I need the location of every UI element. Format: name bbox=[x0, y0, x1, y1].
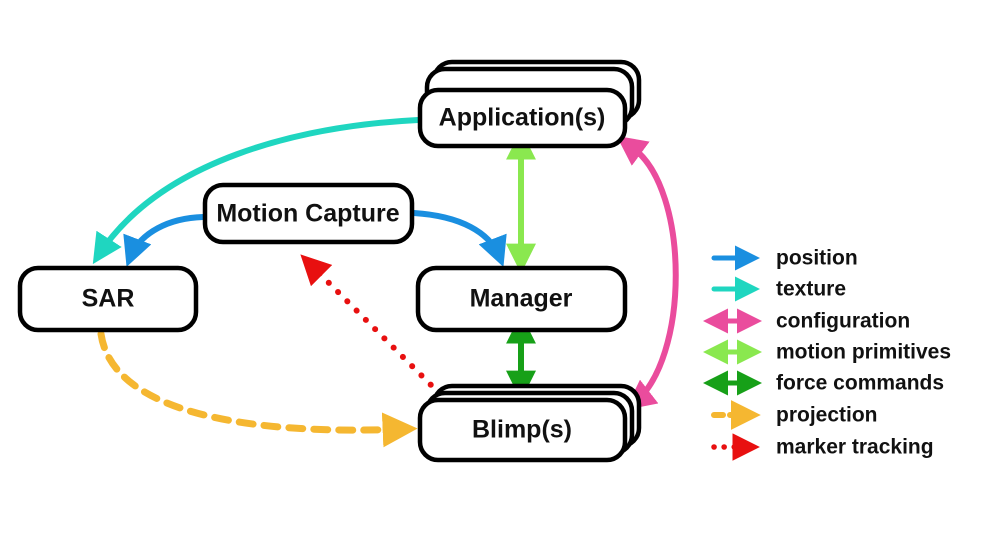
legend-label-projection: projection bbox=[776, 404, 878, 427]
legend-item-projection[interactable]: projection bbox=[711, 400, 878, 430]
edge-configuration[interactable] bbox=[616, 135, 679, 410]
edges-layer bbox=[92, 117, 679, 448]
blimps-box bbox=[417, 397, 628, 463]
legend-label-texture: texture bbox=[776, 278, 846, 301]
nodes-layer: Application(s) Motion Capture SAR Manage… bbox=[17, 59, 642, 463]
manager-box bbox=[415, 265, 628, 333]
legend-item-marker-tracking[interactable]: marker tracking bbox=[711, 433, 934, 461]
edge-position-manager[interactable] bbox=[411, 210, 507, 267]
motion-capture-box bbox=[202, 182, 415, 245]
node-sar[interactable]: SAR bbox=[17, 265, 199, 333]
sar-label: SAR bbox=[82, 285, 135, 313]
node-applications[interactable]: Application(s) bbox=[417, 59, 642, 149]
edge-projection[interactable] bbox=[97, 330, 418, 448]
legend-label-force-commands: force commands bbox=[776, 372, 944, 395]
manager-label: Manager bbox=[470, 285, 573, 313]
legend-label-motion-primitives: motion primitives bbox=[776, 341, 951, 364]
edge-texture[interactable] bbox=[92, 117, 421, 265]
legend-label-position: position bbox=[776, 247, 858, 270]
legend-label-marker-tracking: marker tracking bbox=[776, 436, 934, 459]
legend-item-texture[interactable]: texture bbox=[711, 276, 846, 302]
legend-item-motion-primitives[interactable]: motion primitives bbox=[703, 339, 951, 365]
node-blimps[interactable]: Blimp(s) bbox=[417, 383, 642, 463]
legend-item-force-commands[interactable]: force commands bbox=[703, 370, 944, 396]
applications-box bbox=[417, 87, 628, 149]
legend-item-position[interactable]: position bbox=[711, 245, 858, 271]
applications-label: Application(s) bbox=[439, 104, 606, 132]
legend-item-configuration[interactable]: configuration bbox=[703, 308, 910, 334]
edge-marker-tracking[interactable] bbox=[300, 254, 443, 397]
motion-capture-label: Motion Capture bbox=[216, 200, 399, 228]
sar-box bbox=[17, 265, 199, 333]
node-manager[interactable]: Manager bbox=[415, 265, 628, 333]
legend: position texture configuration motion pr… bbox=[703, 245, 951, 461]
node-motion-capture[interactable]: Motion Capture bbox=[202, 182, 415, 245]
edge-position-sar[interactable] bbox=[123, 214, 206, 267]
blimps-label: Blimp(s) bbox=[472, 416, 572, 444]
legend-label-configuration: configuration bbox=[776, 310, 910, 333]
